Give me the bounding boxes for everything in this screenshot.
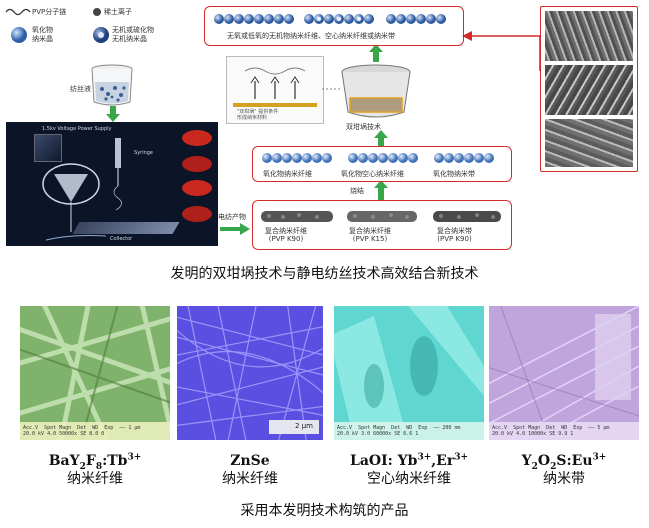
sem-info-2: 2 μm (295, 422, 313, 430)
composite-fibers-icon (261, 211, 501, 222)
spinning-solution-beaker (88, 64, 136, 108)
product-label-4: Y2O2S:Eu3+ 纳米带 (489, 452, 639, 488)
inset-connector (322, 88, 342, 90)
red-pills (182, 130, 212, 222)
product-formula-1: BaY2F8:Tb3+ (48, 452, 142, 472)
taylor-cone-icon (42, 163, 107, 241)
arrow-up-icon-2 (374, 130, 388, 146)
apparatus-title: 1.5kv Voltage Power Supply (42, 126, 112, 132)
collector-plate (72, 222, 180, 234)
product-image-2: 2 μm (177, 306, 323, 440)
product-desc-3: 空心纳米纤维 (367, 471, 451, 487)
oxide-nanocrystal-icon (11, 27, 27, 43)
spinning-solution-label: 纺丝液 (70, 85, 91, 93)
product-formula-2: ZnSe (230, 453, 270, 469)
product-formula-4: Y2O2S:Eu3+ (521, 452, 607, 472)
fiber-texture-1 (20, 306, 170, 440)
fiber-texture-3 (334, 306, 484, 440)
fiber-texture-4 (489, 306, 639, 440)
electrospinning-apparatus: 1.5kv Voltage Power Supply Syringe Colle… (6, 122, 218, 246)
oxide-item-1: 氧化物纳米纤维 (263, 170, 312, 178)
product-image-3: Acc.V Spot Magn Det WD Exp —— 200 nm 20.… (334, 306, 484, 440)
collector-label: Collector (110, 236, 133, 242)
oxide-item-3: 氧化物纳米带 (433, 170, 475, 178)
products-caption: 采用本发明技术构筑的产品 (240, 503, 409, 519)
product-label-1: BaY2F8:Tb3+ 纳米纤维 (20, 452, 170, 488)
composite-item-1: 复合纳米纤维 (PVP K90) (265, 227, 307, 243)
double-crucible (338, 62, 414, 128)
reaction-inset: "双坩埚" 提供条件 形成纳米材料 (226, 56, 324, 124)
product-formula-3: LaOI: Yb3+,Er3+ (349, 452, 469, 469)
product-desc-4: 纳米带 (543, 471, 585, 487)
sem-stack (540, 6, 638, 172)
arrow-up-icon-3 (369, 44, 383, 62)
beaker-icon (91, 64, 133, 106)
arrow-up-icon (374, 180, 388, 200)
legend-polymer-label: PVP分子链 (32, 8, 67, 16)
oxide-item-2: 氧化物空心纳米纤维 (341, 170, 404, 178)
final-fibers-icon (214, 14, 446, 24)
tech-caption: 发明的双坩埚技术与静电纺丝技术高效结合新技术 (170, 266, 479, 282)
red-arrow-icon (462, 31, 541, 71)
final-product-label: 无氧或低氧的无机物纳米纤维、空心纳米纤维或纳米带 (227, 32, 395, 40)
sem-image-2 (545, 65, 633, 115)
sem-info-3: Acc.V Spot Magn Det WD Exp —— 200 nm 20.… (337, 425, 461, 437)
sem-image-3 (545, 119, 633, 167)
sem-image-1 (545, 11, 633, 61)
sem-info-4: Acc.V Spot Magn Det WD Exp —— 5 μm 20.0 … (492, 425, 610, 437)
crucible-icon (341, 64, 411, 118)
coated-nanocrystal-icon (93, 27, 109, 43)
polymer-chain-icon (5, 8, 31, 16)
sintering-label: 烧结 (350, 187, 364, 195)
double-crucible-label: 双坩埚技术 (346, 123, 381, 131)
oxide-fiber-box: 氧化物纳米纤维 氧化物空心纳米纤维 氧化物纳米带 (252, 146, 512, 182)
gas-flow-icon (244, 67, 306, 99)
final-product-box: 无氧或低氧的无机物纳米纤维、空心纳米纤维或纳米带 (204, 6, 464, 46)
fiber-texture-2 (177, 306, 323, 440)
sem-info-1: Acc.V Spot Magn Det WD Exp —— 1 μm 20.0 … (23, 425, 141, 437)
arrow-right-icon (220, 223, 250, 235)
ion-icon (93, 8, 101, 16)
composite-fiber-box: 复合纳米纤维 (PVP K90) 复合纳米纤维 (PVP K15) 复合纳米带 … (252, 200, 512, 250)
composite-item-3: 复合纳米带 (PVP K90) (437, 227, 472, 243)
legend: PVP分子链 稀土离子 氧化物 纳米晶 无机或硫化物 无机纳米晶 (4, 6, 174, 58)
reaction-note: "双坩埚" 提供条件 形成纳米材料 (237, 109, 279, 121)
legend-oxide-label: 氧化物 纳米晶 (32, 26, 53, 43)
product-image-4: Acc.V Spot Magn Det WD Exp —— 5 μm 20.0 … (489, 306, 639, 440)
legend-coated-label: 无机或硫化物 无机纳米晶 (112, 26, 154, 43)
arrow-down-icon (106, 106, 120, 122)
sample-layer (233, 103, 317, 107)
scale-bar-box: 2 μm (269, 420, 319, 434)
syringe-label: Syringe (134, 150, 153, 156)
syringe-icon (113, 138, 122, 211)
oxide-fibers-icon (262, 153, 494, 163)
product-desc-2: 纳米纤维 (222, 471, 278, 487)
product-label-2: ZnSe 纳米纤维 (177, 452, 323, 488)
composite-item-2: 复合纳米纤维 (PVP K15) (349, 227, 391, 243)
power-supply-icon (34, 134, 62, 162)
product-desc-1: 纳米纤维 (67, 471, 123, 487)
electrospun-product-label: 电纺产物 (218, 213, 246, 221)
product-image-1: Acc.V Spot Magn Det WD Exp —— 1 μm 20.0 … (20, 306, 170, 440)
product-label-3: LaOI: Yb3+,Er3+ 空心纳米纤维 (324, 452, 494, 488)
legend-ion-label: 稀土离子 (104, 8, 132, 16)
